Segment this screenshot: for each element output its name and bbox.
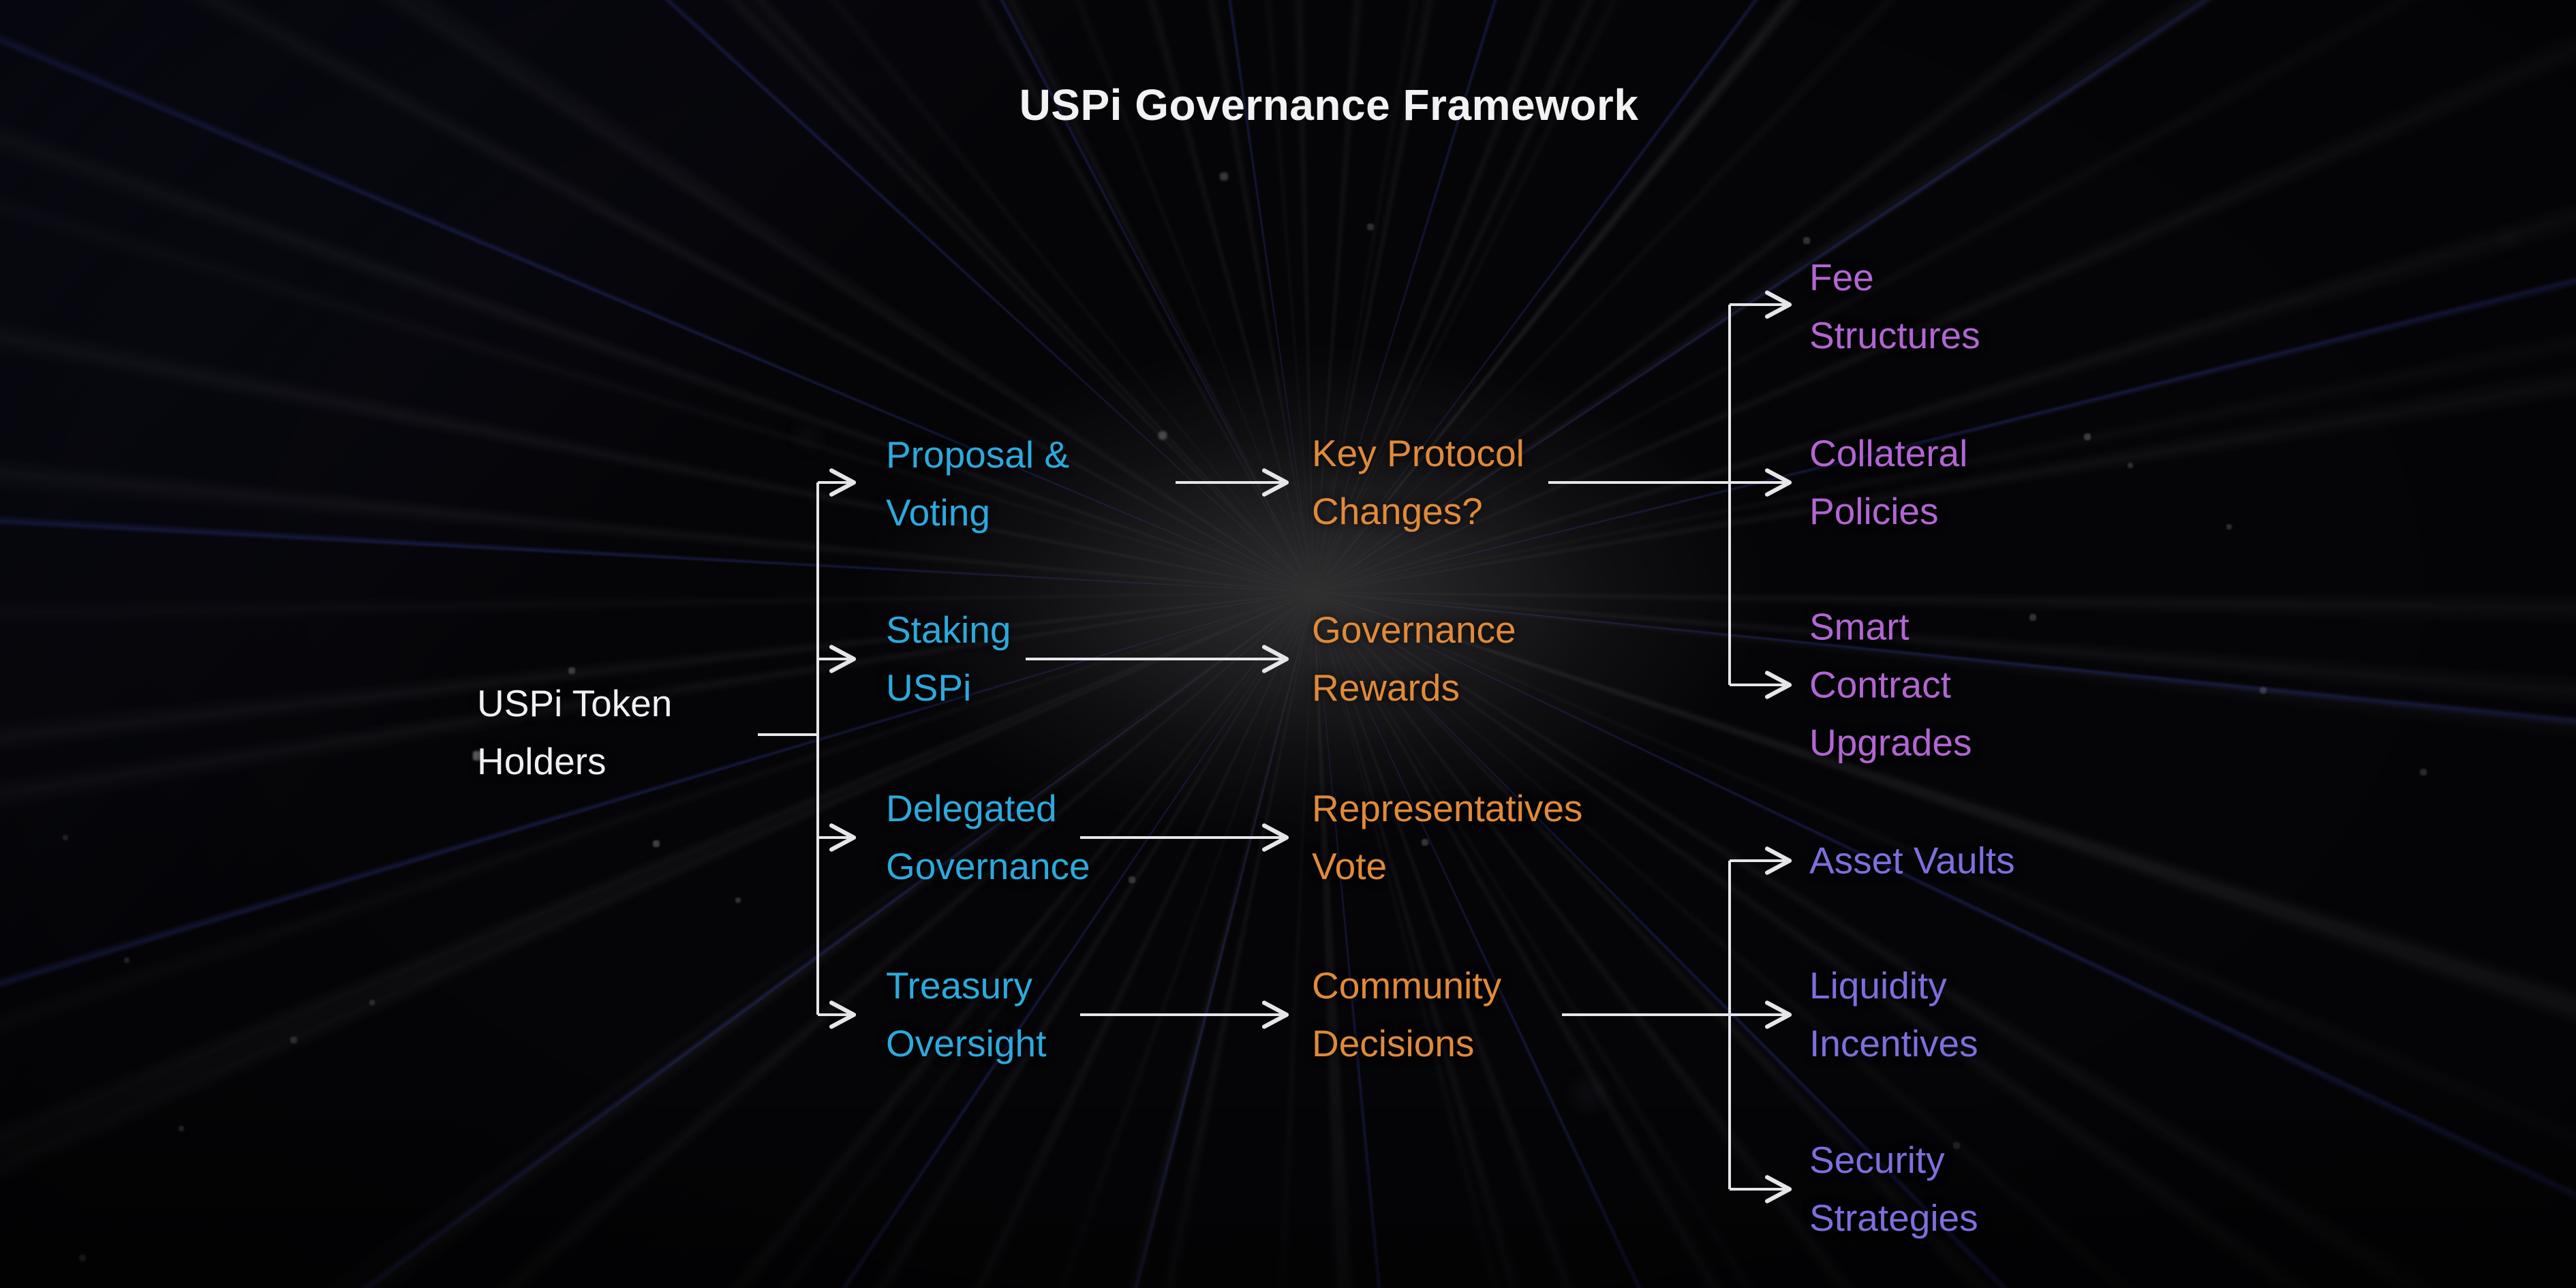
diagram-title: USPi Governance Framework	[1019, 80, 1639, 129]
node-proposal-voting: Proposal &Voting	[886, 433, 1070, 534]
node-asset-vaults: Asset Vaults	[1809, 839, 2015, 882]
